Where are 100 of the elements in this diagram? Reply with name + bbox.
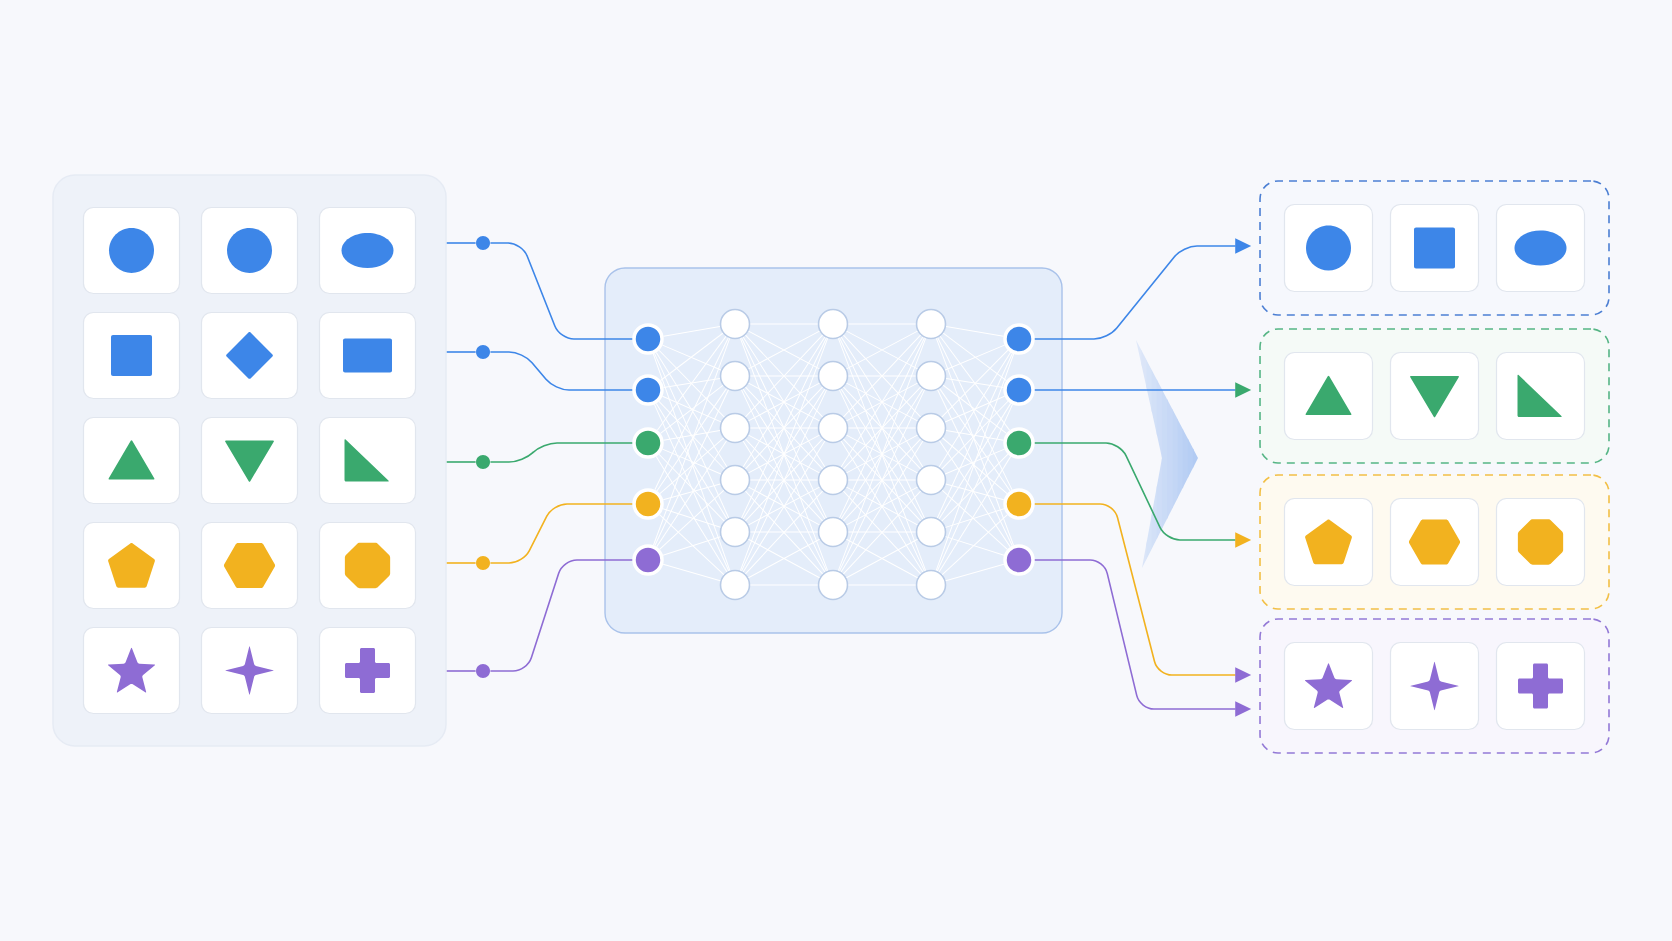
connector-line	[656, 335, 727, 431]
crossing-lines	[748, 486, 820, 526]
neuron-circle	[719, 516, 751, 548]
neuron-circle	[632, 488, 664, 520]
crossing-lines	[745, 438, 823, 522]
connector-line	[489, 351, 634, 391]
neuron-circle	[719, 569, 751, 601]
tile	[200, 626, 299, 715]
connector-line	[489, 559, 634, 672]
connector-line	[942, 437, 1008, 495]
neuron-circle	[915, 360, 947, 392]
connector-line	[655, 402, 728, 520]
connector-line	[942, 332, 1007, 382]
connector-line	[945, 508, 1005, 528]
neuron-circle	[817, 464, 849, 496]
connector-line	[655, 455, 728, 573]
connector-line	[662, 344, 722, 371]
connector-line	[663, 326, 721, 337]
connector-line	[489, 442, 634, 463]
neuron-circle	[817, 360, 849, 392]
connector-line	[663, 377, 721, 388]
connector-line	[942, 384, 1007, 434]
crossing-lines	[748, 382, 820, 422]
crossing-lines	[742, 336, 826, 468]
connector-line	[656, 388, 727, 492]
connector-line	[938, 351, 1012, 468]
crossing-lines	[748, 330, 820, 370]
connector-line	[936, 352, 1013, 519]
neuron-circle	[817, 412, 849, 444]
crossing-lines	[745, 386, 823, 470]
neuron-circle	[915, 516, 947, 548]
crossing-lines	[744, 490, 824, 575]
tile	[82, 626, 181, 715]
connector-line	[659, 514, 725, 576]
crossing-lines	[846, 486, 918, 526]
connector-line	[945, 483, 1005, 501]
crossing-lines	[742, 388, 826, 520]
neuron-circle	[719, 360, 751, 392]
neuron-circle	[817, 308, 849, 340]
connector-line	[935, 353, 1015, 572]
crossing-lines	[741, 337, 827, 519]
connector-line	[662, 483, 721, 501]
crossing-lines	[846, 434, 918, 474]
connector-line	[941, 514, 1008, 576]
crossing-lines	[840, 388, 924, 520]
connector-line	[445, 562, 477, 564]
connector-line	[445, 461, 477, 463]
neuron-circle	[632, 427, 664, 459]
dot	[476, 556, 490, 570]
connector-line	[660, 332, 724, 381]
neuron-circle	[915, 464, 947, 496]
connector-line	[937, 337, 1013, 491]
connector-line	[659, 489, 725, 550]
connector-line	[662, 536, 721, 556]
connector-line	[489, 242, 634, 340]
neuron-circle	[915, 569, 947, 601]
crossing-lines	[843, 386, 921, 470]
connector-line	[658, 349, 725, 418]
connector-line	[658, 453, 725, 522]
connector-line	[938, 455, 1012, 573]
connector-line	[652, 353, 731, 572]
neuron-circle	[1003, 427, 1035, 459]
crossing-lines	[745, 334, 823, 418]
crossing-lines	[845, 538, 919, 579]
neuron-circle	[915, 412, 947, 444]
connector-line	[941, 400, 1009, 470]
crossing-lines	[839, 337, 925, 519]
tile	[1389, 641, 1480, 731]
crossing-lines	[747, 538, 821, 579]
neuron-circle	[817, 516, 849, 548]
connector-line	[662, 448, 722, 475]
neuron-circle	[1003, 323, 1035, 355]
connector-line	[653, 403, 730, 572]
connector-line	[939, 335, 1011, 431]
connector-line	[445, 351, 477, 353]
connector-line	[944, 448, 1005, 475]
crossing-lines	[840, 336, 924, 468]
crossing-lines	[846, 382, 918, 422]
neuron-circle	[817, 569, 849, 601]
connector-line	[658, 400, 725, 470]
connector-line	[945, 563, 1005, 582]
connector-line	[941, 349, 1009, 418]
connector-line	[654, 352, 730, 519]
crossing-lines	[843, 334, 921, 418]
dot	[476, 236, 490, 250]
connector-line	[945, 536, 1005, 556]
connector-line	[944, 395, 1006, 423]
connector-line	[662, 563, 721, 582]
crossing-lines	[739, 337, 829, 572]
crossing-lines	[843, 438, 921, 522]
dot	[476, 345, 490, 359]
connector-line	[656, 440, 728, 548]
connector-line	[445, 242, 477, 244]
connector-line	[945, 430, 1004, 441]
neuron-circle	[719, 308, 751, 340]
connector-line	[945, 377, 1004, 388]
connector-line	[662, 508, 721, 528]
connector-line	[660, 384, 724, 434]
connector-line	[663, 430, 721, 441]
connector-line	[937, 389, 1013, 547]
